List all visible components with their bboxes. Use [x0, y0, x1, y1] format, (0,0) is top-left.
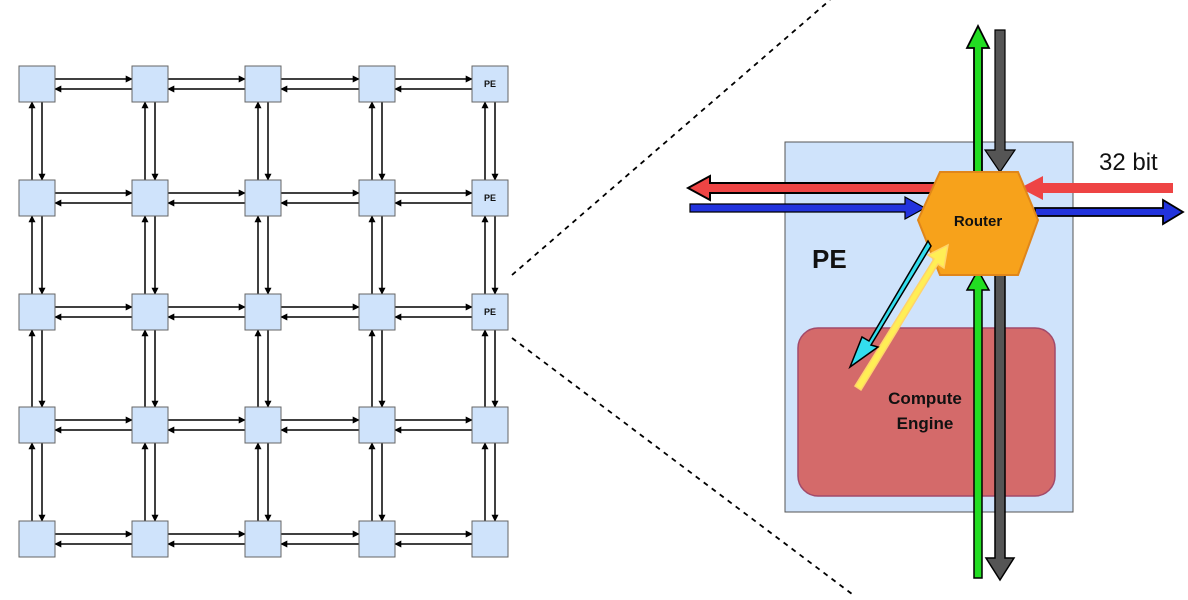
compute-engine-label-line2: Engine: [897, 414, 954, 433]
bit-width-label: 32 bit: [1099, 149, 1158, 176]
mesh-nodes: PE PE PE: [18, 65, 509, 558]
blue-arrow-into-router: [689, 195, 927, 221]
mesh-node: [471, 65, 509, 103]
zoom-line-top: [511, 0, 831, 276]
mesh-node: [471, 293, 509, 331]
mesh-node-pe-label: PE: [484, 193, 496, 203]
mesh-node: [244, 520, 282, 558]
compute-engine: [797, 327, 1056, 497]
mesh-node: [18, 406, 56, 444]
mesh-node: [18, 65, 56, 103]
mesh-node: [18, 520, 56, 558]
compute-engine-label-line1: Compute: [888, 389, 962, 408]
zoom-line-bottom: [511, 337, 853, 595]
yellow-arrow-into-router: [853, 243, 949, 392]
mesh-node: [358, 293, 396, 331]
mesh-node: [244, 179, 282, 217]
gray-arrow-south: [984, 269, 1016, 582]
mesh-node: [244, 65, 282, 103]
mesh-node: [358, 520, 396, 558]
green-arrow-into-router: [965, 268, 991, 579]
red-arrow-west: [685, 174, 939, 202]
mesh-node: [131, 179, 169, 217]
mesh-node: [131, 293, 169, 331]
mesh-node: [131, 406, 169, 444]
mesh-node: [244, 293, 282, 331]
mesh-node-pe-label: PE: [484, 307, 496, 317]
pe-detail-label: PE: [812, 244, 847, 274]
mesh-node: [244, 406, 282, 444]
mesh-node-pe-label: PE: [484, 79, 496, 89]
mesh-node: [18, 179, 56, 217]
gray-arrow-into-router: [983, 29, 1017, 174]
mesh-node: [18, 293, 56, 331]
mesh-links: [28, 75, 499, 548]
mesh-node: [358, 179, 396, 217]
router-label: Router: [954, 213, 1002, 230]
mesh-node: [131, 65, 169, 103]
mesh-node: [131, 520, 169, 558]
green-arrow-north: [965, 23, 991, 173]
mesh-node: [471, 179, 509, 217]
mesh-node: [471, 520, 509, 558]
mesh-node: [358, 406, 396, 444]
mesh-node: [358, 65, 396, 103]
red-arrow-into-router: [1020, 176, 1173, 200]
mesh-node: [471, 406, 509, 444]
cyan-arrow-to-compute: [848, 239, 932, 370]
blue-arrow-east: [1034, 198, 1185, 226]
